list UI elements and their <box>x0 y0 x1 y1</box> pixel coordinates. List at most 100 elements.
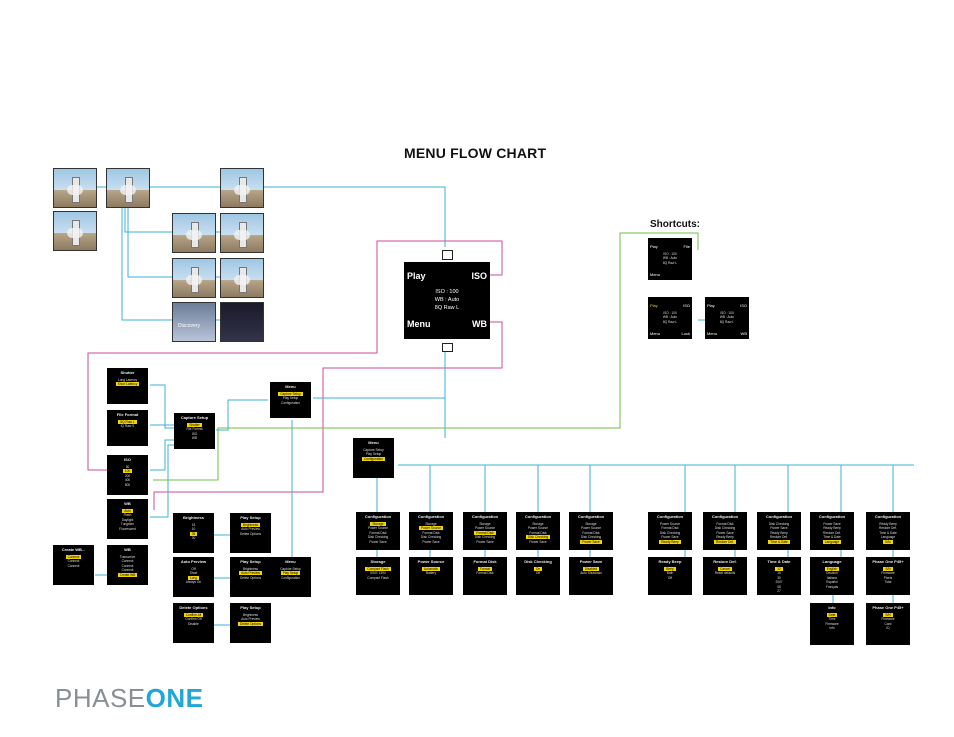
menu-item[interactable]: Disk Checking <box>714 526 736 531</box>
menu-item[interactable]: 2007 <box>775 580 783 585</box>
menu-item[interactable]: 15 <box>191 523 196 527</box>
menu-item[interactable]: ID <box>886 626 890 631</box>
menu-item[interactable]: Restore Def. <box>770 535 788 540</box>
shortcut-top-right[interactable]: ISO <box>683 303 690 308</box>
shortcut-bottom-left[interactable]: Menu <box>650 272 661 277</box>
menu-item-selected[interactable]: Capture Setup <box>278 392 303 396</box>
menu-item[interactable]: Both <box>666 571 674 576</box>
menu-item[interactable]: Off <box>535 571 541 576</box>
menu-item[interactable]: Power Save <box>369 539 387 544</box>
menu-item-selected[interactable]: Language <box>822 539 842 544</box>
menu-item[interactable]: Auto Preview <box>241 527 260 532</box>
menu-item[interactable]: Power Save <box>422 539 440 544</box>
main-iso-label[interactable]: ISO <box>471 271 487 281</box>
menu-item[interactable]: Always On <box>185 580 202 585</box>
menu-item[interactable]: WB <box>191 436 198 441</box>
menu-item[interactable]: Disk Checking <box>474 535 496 540</box>
menu-item[interactable]: Power Save <box>716 530 734 535</box>
menu-item[interactable]: Power Save <box>661 535 679 540</box>
menu-item-selected[interactable]: On <box>533 567 543 571</box>
menu-item[interactable]: Compact Flash <box>367 575 389 580</box>
menu-item[interactable]: Storage <box>585 522 597 526</box>
menu-item[interactable]: Disable <box>188 621 199 626</box>
menu-item[interactable]: Auto Shutdown <box>580 571 602 576</box>
menu-item[interactable]: Connect <box>121 563 134 568</box>
menu-item[interactable]: Brightness <box>242 613 259 617</box>
menu-item-selected[interactable]: 05 <box>189 531 198 536</box>
menu-item[interactable]: Connect <box>67 563 80 568</box>
menu-item-selected[interactable]: S/N <box>883 613 893 617</box>
menu-item[interactable]: Ready Beep <box>716 535 734 540</box>
menu-item[interactable]: 27 <box>777 589 781 594</box>
menu-item[interactable]: Disk Checking <box>367 535 389 540</box>
menu-item-selected[interactable]: Power Source <box>418 526 444 531</box>
menu-item[interactable]: Power Source <box>527 526 549 531</box>
menu-item[interactable]: Configuration <box>281 400 300 405</box>
menu-item[interactable]: Disk Checking <box>768 522 790 526</box>
menu-item-selected[interactable]: Play Setup <box>280 571 301 576</box>
menu-item[interactable]: Delete Options <box>239 531 262 536</box>
shortcut-top-left[interactable]: Play <box>650 244 658 249</box>
menu-item[interactable]: Time & Date <box>879 530 897 535</box>
menu-item[interactable]: Connect <box>121 559 134 564</box>
menu-item-selected[interactable]: Format <box>477 567 493 571</box>
menu-item[interactable]: Deutsch <box>826 571 838 576</box>
menu-item-selected[interactable]: Long <box>187 575 200 580</box>
menu-item[interactable]: Off <box>191 567 196 571</box>
menu-item[interactable]: Power Save <box>529 539 547 544</box>
menu-item[interactable]: Transceive <box>119 555 136 559</box>
menu-item[interactable]: IQ Raw S <box>120 424 135 429</box>
menu-item-selected[interactable]: Date <box>826 613 838 617</box>
menu-item-selected[interactable]: Brightness <box>240 523 261 527</box>
menu-item[interactable]: File Format <box>186 427 203 432</box>
shortcut-bottom-right[interactable]: Lock <box>681 331 690 336</box>
menu-item[interactable]: Format Disk <box>369 530 387 535</box>
shortcut-top-left[interactable]: Play <box>650 303 658 308</box>
menu-item[interactable]: Format Disk <box>422 530 440 535</box>
menu-item[interactable]: Battery <box>425 571 437 576</box>
menu-item-selected[interactable]: 8Q Raw L <box>118 420 137 424</box>
shortcut-top-right[interactable]: ISO <box>740 303 747 308</box>
menu-item-selected[interactable]: Auto Preview <box>239 571 262 576</box>
menu-item-selected[interactable]: Short Latency <box>115 382 140 387</box>
menu-item-selected[interactable]: Beep <box>664 567 676 571</box>
shortcut-bottom-left[interactable]: Menu <box>650 331 661 336</box>
menu-item[interactable]: Disk Checking <box>420 535 442 540</box>
menu-item[interactable]: 30 <box>777 575 781 580</box>
menu-item-selected[interactable]: Format Disk <box>474 530 496 535</box>
menu-item[interactable]: 800 <box>124 482 131 487</box>
menu-item[interactable]: Play Setup <box>365 452 382 457</box>
menu-item-selected[interactable]: Power Save <box>580 539 602 544</box>
menu-item[interactable]: Storage <box>425 522 437 526</box>
menu-item[interactable]: Delete Options <box>239 575 262 580</box>
menu-item[interactable]: Power Save <box>823 522 841 526</box>
menu-item[interactable]: Power Source <box>580 526 602 531</box>
menu-item[interactable]: Flash <box>123 513 132 518</box>
menu-item[interactable]: Total <box>884 580 892 585</box>
menu-item[interactable]: Ready Beep <box>879 522 897 526</box>
menu-item-selected[interactable]: Ready Beep <box>659 539 681 544</box>
menu-item[interactable]: 08 <box>777 584 781 589</box>
menu-item[interactable]: Power Source <box>474 526 496 531</box>
menu-item[interactable]: Language <box>880 535 896 540</box>
menu-item[interactable]: Long Latency <box>117 378 138 382</box>
menu-item[interactable]: Firmware <box>881 571 895 576</box>
menu-item[interactable]: IEEE 1394 <box>370 571 386 576</box>
menu-item[interactable]: Connect <box>67 559 80 564</box>
menu-item[interactable]: Disk Checking <box>580 535 602 540</box>
menu-item[interactable]: 16 <box>777 571 781 576</box>
menu-item-selected[interactable]: Disabled <box>582 567 600 571</box>
menu-item-selected[interactable]: Shutter <box>187 423 202 427</box>
menu-item[interactable]: Français <box>825 584 839 589</box>
menu-item-selected[interactable]: Info <box>883 539 893 544</box>
menu-item[interactable]: Ready Beep <box>823 526 841 531</box>
menu-item[interactable]: 400 <box>124 478 131 483</box>
menu-item[interactable]: Format Disk <box>476 571 494 576</box>
menu-item[interactable]: Italiano <box>826 575 838 580</box>
menu-item[interactable]: Format Disk <box>661 526 679 531</box>
menu-item-selected[interactable]: Disk Checking <box>525 535 551 540</box>
main-menu-label[interactable]: Menu <box>407 319 431 329</box>
menu-item[interactable]: Auto Preview <box>241 617 260 622</box>
menu-item[interactable]: Firmware <box>825 621 839 626</box>
shortcut-top-left[interactable]: Play <box>707 303 715 308</box>
